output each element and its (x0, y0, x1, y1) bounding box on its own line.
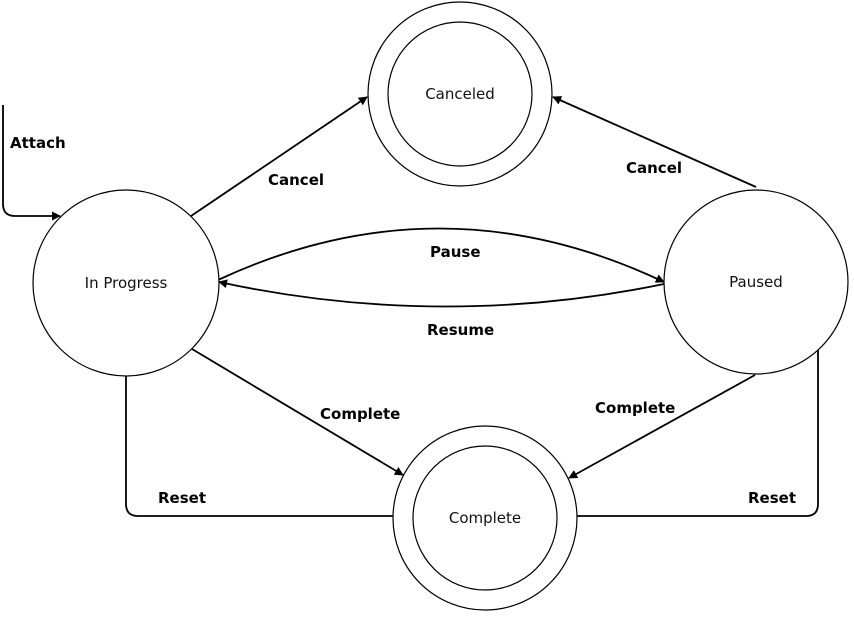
state-canceled-label: Canceled (425, 85, 495, 103)
edge-complete-from-in-progress (191, 348, 404, 476)
state-complete-label: Complete (449, 509, 521, 527)
state-complete: Complete (392, 425, 578, 611)
state-paused: Paused (663, 189, 849, 375)
label-cancel-from-in-progress: Cancel (268, 171, 324, 189)
edge-attach (2, 105, 61, 221)
edge-resume (218, 279, 665, 308)
label-complete-from-paused: Complete (595, 399, 675, 417)
label-attach: Attach (10, 134, 66, 152)
label-reset-from-paused: Reset (748, 489, 796, 507)
label-resume: Resume (427, 321, 494, 339)
label-complete-from-in-progress: Complete (320, 405, 400, 423)
label-cancel-from-paused: Cancel (626, 159, 682, 177)
edge-cancel-from-in-progress (190, 96, 368, 217)
edge-reset-from-in-progress (125, 375, 413, 521)
state-paused-label: Paused (729, 273, 783, 291)
edge-cancel-from-paused (552, 96, 757, 188)
edge-pause (217, 227, 665, 283)
state-canceled: Canceled (367, 1, 553, 187)
edge-reset-from-paused (557, 346, 819, 521)
state-in-progress: In Progress (32, 189, 220, 377)
label-reset-from-in-progress: Reset (158, 489, 206, 507)
edge-complete-from-paused (568, 374, 756, 479)
label-pause: Pause (430, 243, 481, 261)
state-in-progress-label: In Progress (85, 274, 168, 292)
